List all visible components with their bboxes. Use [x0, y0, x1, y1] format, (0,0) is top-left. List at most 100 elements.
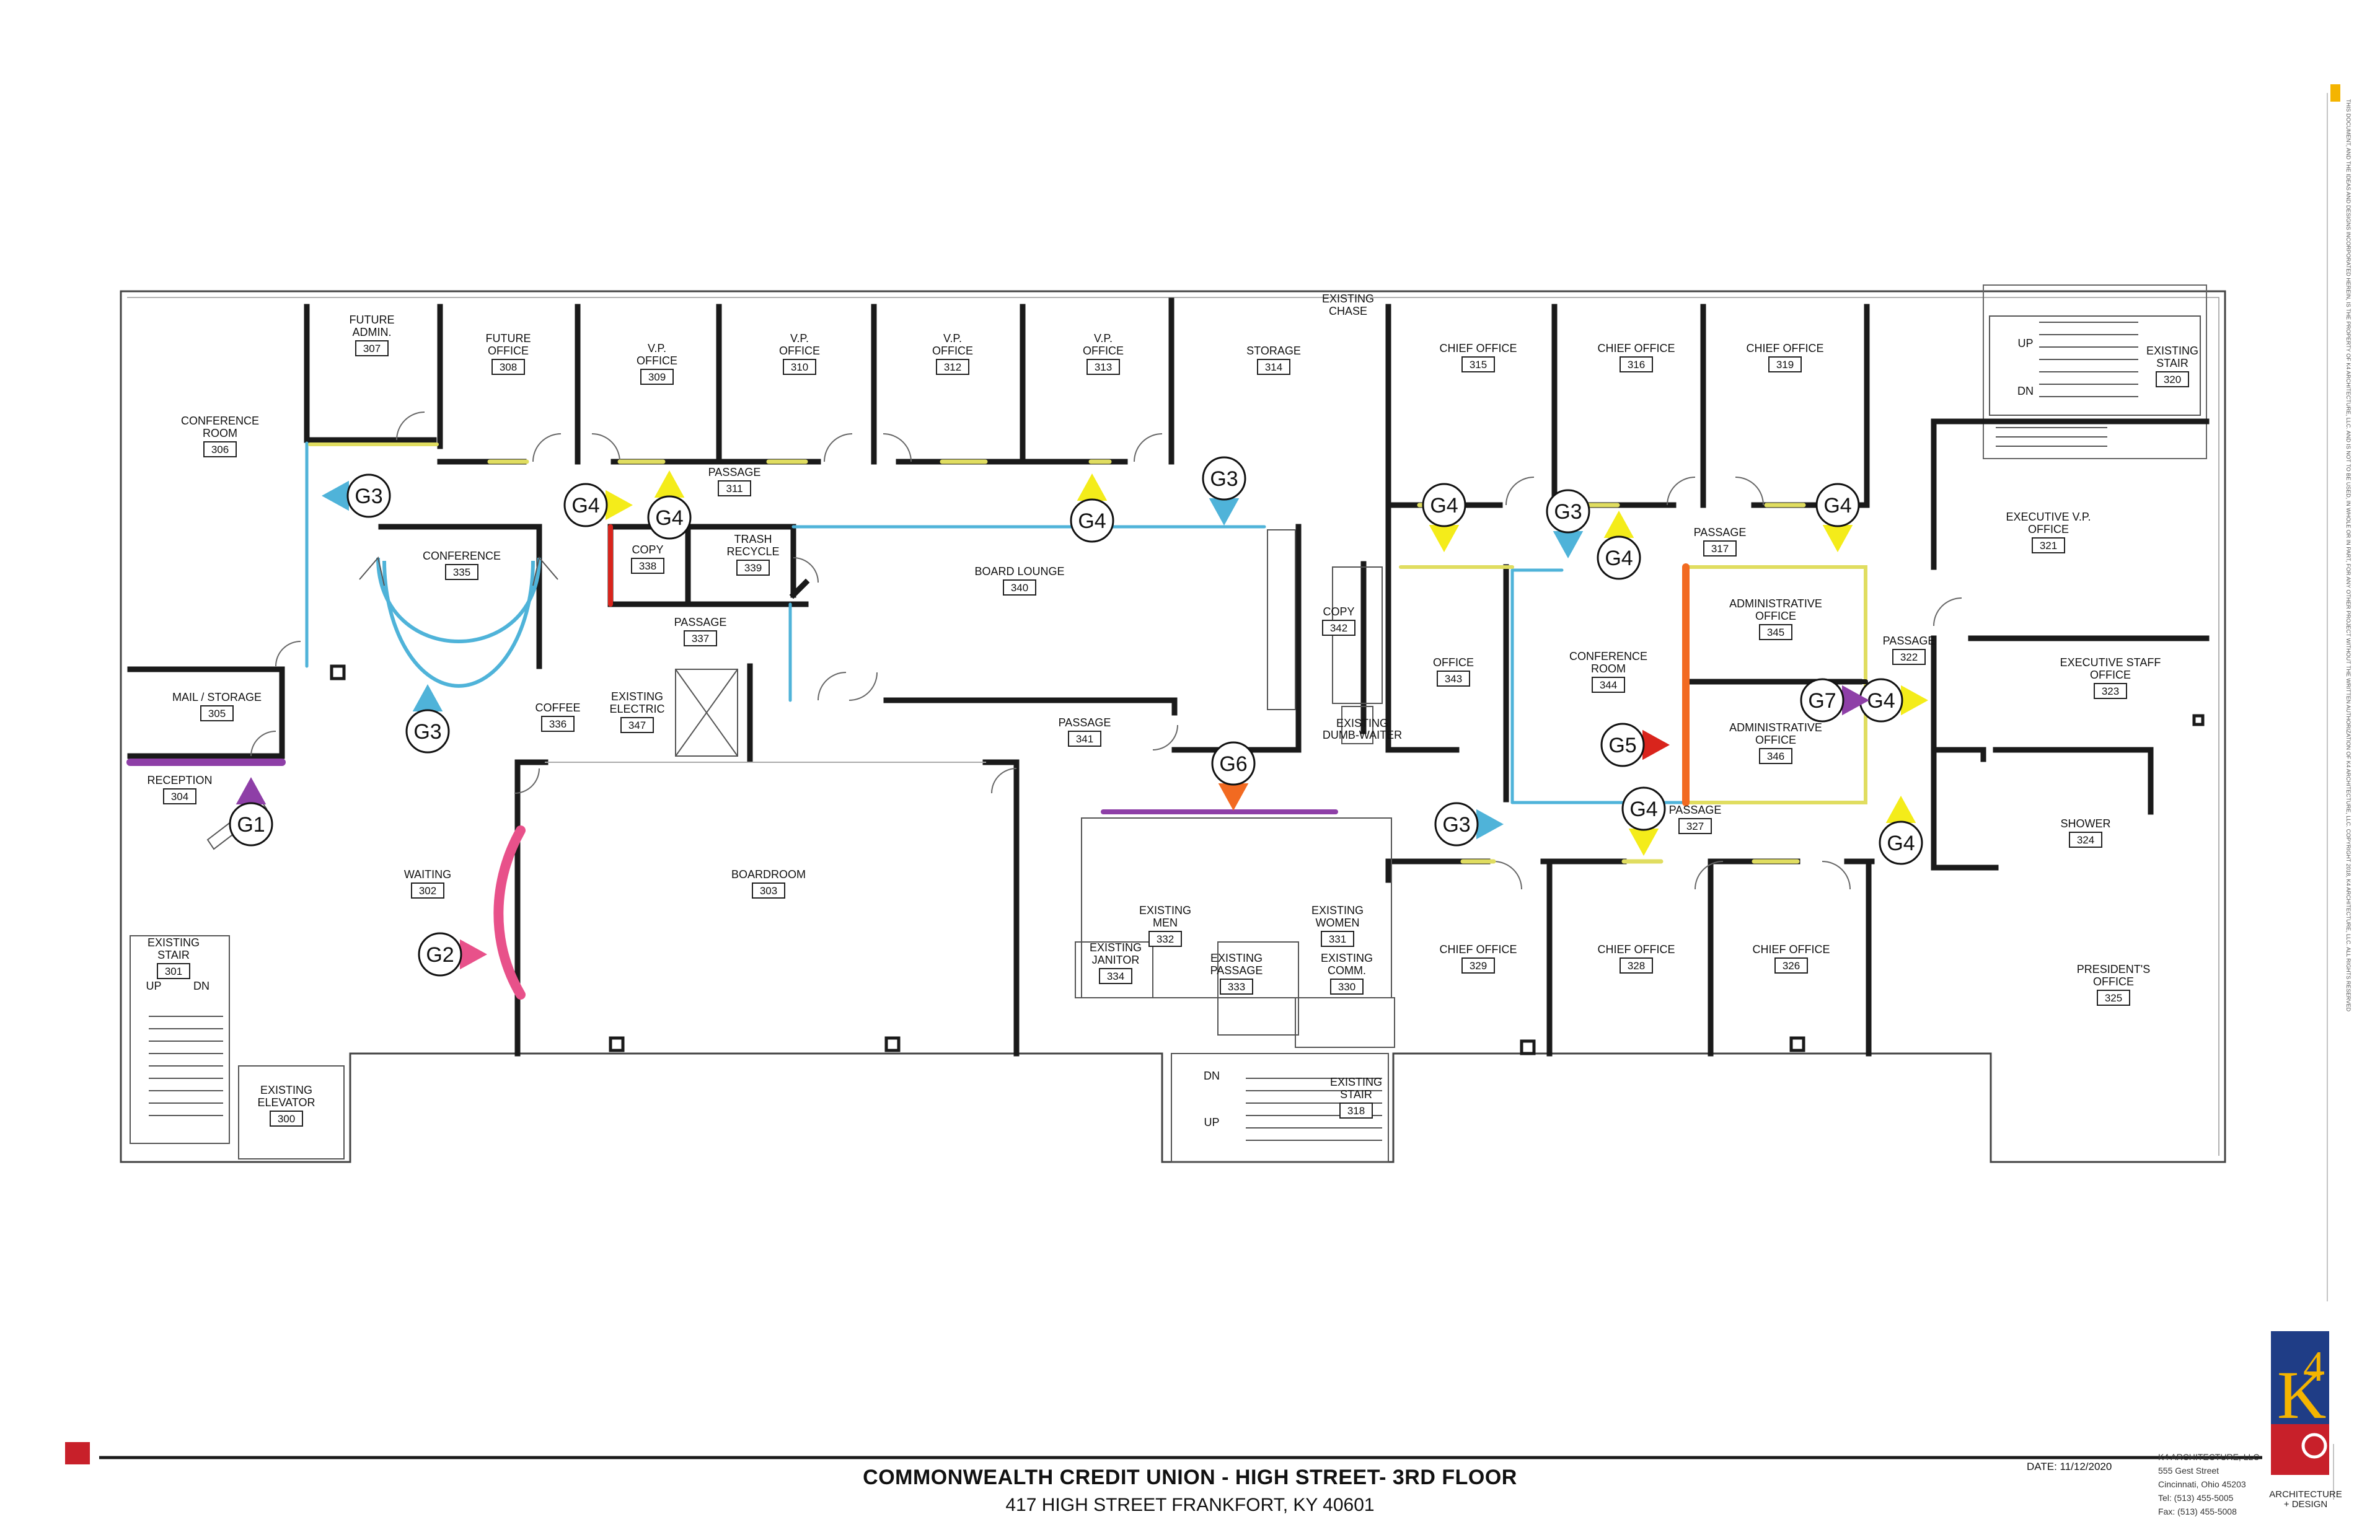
marker-arrow	[1901, 685, 1928, 716]
marker-arrow	[1603, 511, 1634, 538]
marker-arrow	[1209, 498, 1240, 526]
room-name-line: PASSAGE	[1669, 804, 1722, 816]
marker-arrow	[606, 490, 633, 521]
room-number-box	[1759, 624, 1792, 640]
room-number-box	[541, 716, 575, 732]
view-marker-g3: G3	[322, 473, 391, 518]
room-number-box	[2097, 990, 2130, 1006]
marker-label: G5	[1608, 734, 1636, 757]
room-number-box	[1330, 979, 1364, 995]
room-name-line: OFFICE	[2090, 669, 2131, 681]
view-marker-g5: G5	[1600, 723, 1670, 767]
firm-name: K4 ARCHITECTURE, LLC	[2158, 1452, 2260, 1462]
room-name-line: EXECUTIVE V.P.	[2006, 511, 2091, 523]
room-number-box	[1759, 748, 1792, 764]
room-number: 317	[1711, 543, 1729, 555]
room-name-line: TRASH	[734, 533, 772, 545]
room-number: 307	[363, 343, 381, 354]
logo-tagline-2: + DESIGN	[2283, 1499, 2328, 1510]
room-name-line: CHIEF OFFICE	[1747, 342, 1824, 354]
drawing-date: DATE: 11/12/2020	[2027, 1461, 2112, 1472]
room-number: 344	[1600, 679, 1617, 691]
logo-k: K	[2277, 1357, 2326, 1433]
view-marker-g3: G3	[405, 684, 450, 754]
room-name-line: CONFERENCE	[1569, 650, 1647, 662]
room-name-line: ADMINISTRATIVE	[1729, 597, 1822, 610]
room-number: 321	[2040, 540, 2057, 552]
room-name-line: FUTURE	[350, 314, 395, 326]
room-number-box	[203, 441, 237, 457]
view-marker-g4: G4	[647, 470, 692, 540]
marker-label: G4	[1887, 832, 1915, 855]
room-number-box	[355, 340, 389, 356]
room-name-line: OFFICE	[2028, 523, 2069, 535]
room-number: 329	[1470, 960, 1487, 972]
marker-circle	[1815, 483, 1860, 527]
room-number: 306	[211, 444, 229, 455]
room-name-line: EXISTING	[1210, 952, 1263, 964]
room-name-line: EXECUTIVE STAFF	[2060, 656, 2161, 669]
room-name-line: EXISTING	[1330, 1076, 1382, 1088]
room-name-line: OFFICE	[1755, 610, 1796, 622]
room-number-box	[1322, 620, 1355, 636]
marker-circle	[418, 932, 462, 977]
room-name-line: EXISTING	[148, 936, 200, 949]
room-name-line: PASSAGE	[708, 466, 761, 478]
room-name-line: EXISTING	[1321, 952, 1373, 964]
room-number: 311	[726, 483, 743, 495]
door-swings	[250, 411, 1962, 890]
room-number: 314	[1265, 361, 1282, 373]
room-name-line: V.P.	[648, 342, 666, 354]
marker-arrow	[1553, 531, 1584, 558]
room-name-line: OFFICE	[1755, 734, 1796, 746]
marker-arrow	[1218, 783, 1249, 811]
room-number-box	[411, 882, 444, 899]
room-name-line: CHIEF OFFICE	[1440, 342, 1517, 354]
interior-walls	[127, 297, 2210, 1057]
room-number-box	[1068, 731, 1101, 747]
room-name-line: COPY	[1323, 605, 1354, 618]
room-number-box	[640, 369, 674, 385]
columns	[330, 664, 2205, 1055]
marker-circle	[647, 495, 692, 540]
room-number-box	[1099, 968, 1132, 984]
marker-label: G7	[1808, 689, 1836, 713]
room-number: 342	[1330, 622, 1347, 634]
plan-label: DN	[1204, 1070, 1220, 1082]
marker-arrow	[1429, 525, 1460, 552]
marker-circle	[1600, 723, 1645, 767]
room-number-box	[2156, 371, 2189, 387]
room-number: 322	[1900, 651, 1918, 663]
room-number-box	[631, 558, 664, 574]
firm-block: K4 ARCHITECTURE, LLC 555 Gest Street Cin…	[2158, 1450, 2259, 1518]
room-name-line: MEN	[1153, 917, 1178, 929]
copyright-note: THIS DOCUMENT, AND THE IDEAS AND DESIGNS…	[2345, 99, 2351, 1012]
view-marker-g3: G3	[1202, 456, 1246, 526]
room-name-line: BOARDROOM	[731, 868, 806, 881]
room-number-box	[1003, 579, 1036, 596]
room-labels: EXISTINGELEVATOR300EXISTINGSTAIR301WAITI…	[147, 314, 2198, 1127]
room-number-box	[1461, 957, 1495, 974]
room-number: 300	[278, 1113, 295, 1125]
room-number: 305	[208, 708, 226, 719]
marker-arrow	[654, 470, 685, 498]
marker-label: G3	[355, 485, 382, 508]
room-number-box	[1437, 671, 1470, 687]
